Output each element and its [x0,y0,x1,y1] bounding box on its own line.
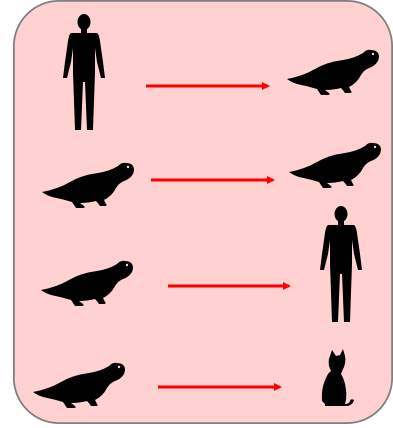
diagram-canvas [0,0,393,428]
